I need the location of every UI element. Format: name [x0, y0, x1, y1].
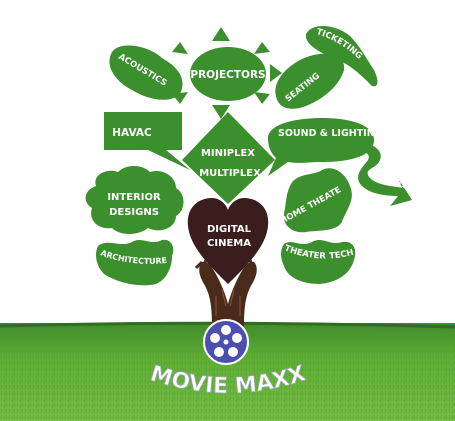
interior-designs-cloud	[85, 166, 184, 234]
seating-leaf	[275, 53, 345, 109]
digital-cinema-heart	[187, 198, 269, 284]
film-reel-icon	[203, 319, 249, 365]
sound-lighting-bubble	[268, 118, 374, 176]
sound-lighting-label: SOUND & LIGHTING	[278, 128, 383, 139]
projectors-label: PROJECTORS	[190, 69, 265, 81]
theater-technician-shape	[281, 240, 356, 284]
cables-arrow	[354, 142, 412, 206]
interior-label: INTERIOR	[107, 192, 161, 203]
cinema-label: CINEMA	[207, 238, 251, 249]
havac-label: HAVAC	[112, 127, 152, 139]
miniplex-diamond	[182, 112, 275, 204]
home-theater-blob	[283, 168, 352, 233]
ticketing-leaf	[305, 25, 378, 87]
acoustics-leaf	[109, 45, 183, 100]
hands-trunk	[194, 259, 257, 326]
miniplex-label: MINIPLEX	[201, 148, 255, 159]
havac-callout	[104, 112, 190, 170]
designs-label: DESIGNS	[109, 207, 159, 218]
multiplex-label: MULTIPLEX	[199, 168, 261, 179]
architecture-shape	[96, 239, 174, 286]
digital-label: DIGITAL	[207, 224, 252, 235]
